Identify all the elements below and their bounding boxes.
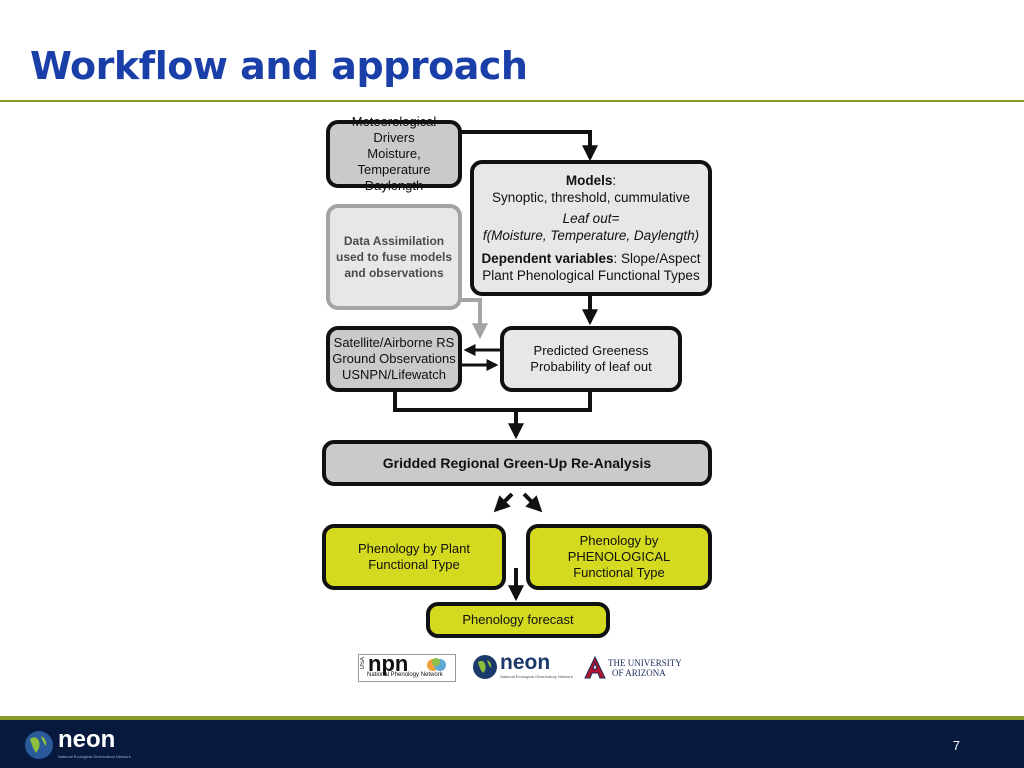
arrow-met-to-models (460, 130, 598, 162)
neon-partner-logo: neon National Ecological Observatory Net… (472, 651, 573, 682)
npn-swirl-icon (427, 658, 446, 671)
phenology-by-phenological-box: Phenology by PHENOLOGICAL Functional Typ… (526, 524, 712, 590)
page-title: Workflow and approach (30, 44, 528, 88)
title-divider (0, 100, 1024, 102)
university-of-arizona-logo: THE UNIVERSITY OF ARIZONA (584, 656, 682, 680)
predicted-greeness-box: Predicted Greeness Probability of leaf o… (500, 326, 682, 392)
gridded-reanalysis-box: Gridded Regional Green-Up Re-Analysis (322, 440, 712, 486)
data-assimilation-box: Data Assimilation used to fuse models an… (326, 204, 462, 310)
npn-logo: USA npn National Phenology Network (358, 651, 456, 682)
arrow-split-right (522, 492, 543, 513)
phenology-forecast-box: Phenology forecast (426, 602, 610, 638)
observations-box: Satellite/Airborne RS Ground Observation… (326, 326, 462, 392)
arrow-assimilation (460, 298, 488, 340)
phenology-by-pft-box: Phenology by Plant Functional Type (322, 524, 506, 590)
page-number: 7 (952, 738, 960, 753)
models-box: Models: Synoptic, threshold, cummulative… (470, 160, 712, 296)
meteorological-drivers-box: Meteorological Drivers Moisture, Tempera… (326, 114, 462, 193)
arrow-split-left (493, 492, 514, 513)
footer-bar (0, 720, 1024, 768)
arizona-a-icon (584, 656, 606, 679)
footer-neon-logo: neon National Ecological Observatory Net… (24, 726, 144, 762)
globe-icon (473, 655, 497, 679)
globe-icon (25, 731, 53, 759)
merge-line (393, 390, 592, 412)
footer-accent-line (0, 716, 1024, 720)
